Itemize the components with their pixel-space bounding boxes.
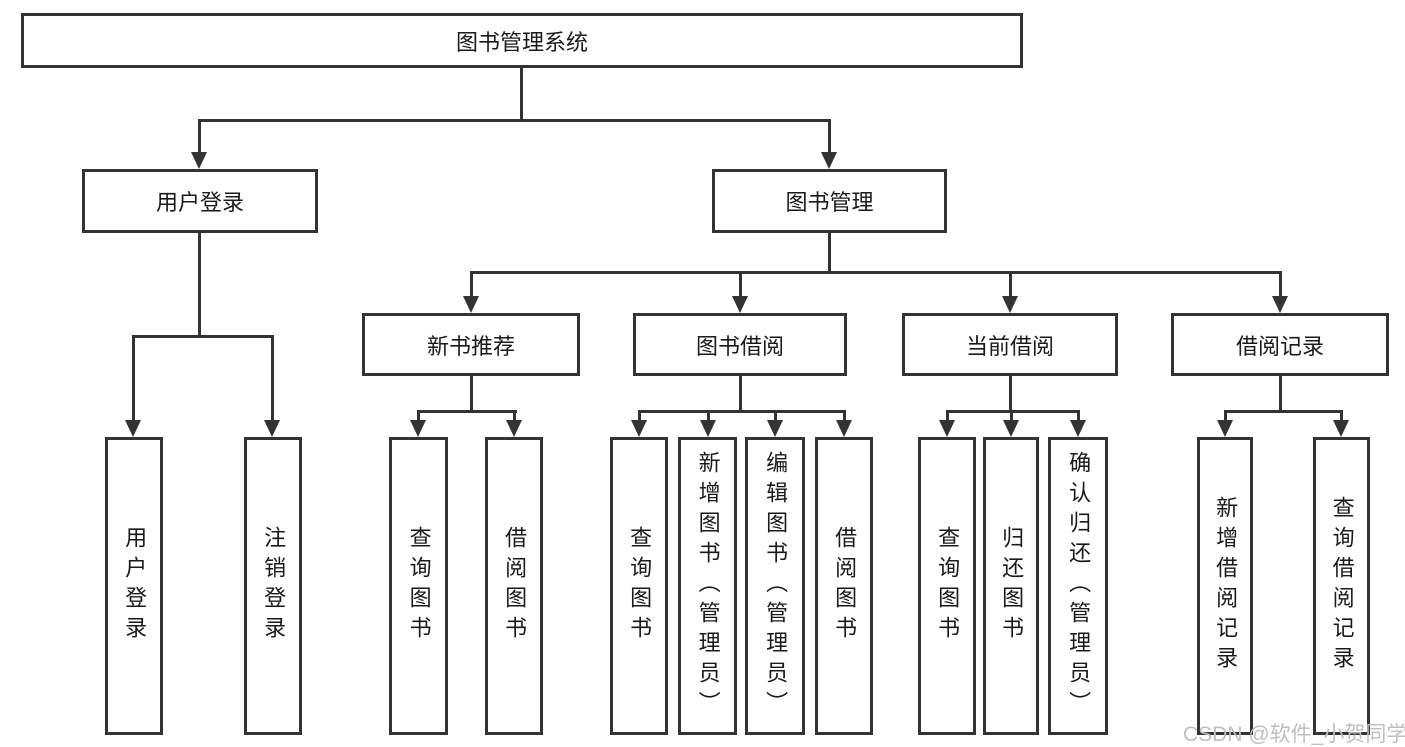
node-user-login: 用户登录 [82,169,318,233]
connector-line [1010,410,1013,422]
connector-line [638,410,641,422]
node-label: 图书管理 [785,190,874,215]
arrow-down-icon [191,152,207,169]
arrow-down-icon [1003,420,1019,437]
node-label: 编辑图书（管理员） [763,451,789,721]
connector-line [470,271,1281,274]
arrow-down-icon [506,420,522,437]
node-root-library-system: 图书管理系统 [21,13,1023,68]
node-book-borrowing: 图书借阅 [633,313,847,376]
arrow-down-icon [836,420,852,437]
connector-line [1224,410,1343,413]
connector-line [774,410,777,422]
arrow-down-icon [410,420,426,437]
connector-line [828,119,831,155]
connector-line [638,410,846,413]
node-new-book-recommend: 新书推荐 [362,313,580,376]
connector-line [946,410,949,422]
connector-line [707,410,710,422]
node-label: 注销登录 [261,526,287,646]
leaf-confirm-return-admin: 确认归还（管理员） [1048,437,1108,735]
connector-line [1279,376,1282,410]
arrow-down-icon [125,420,141,437]
connector-line [1279,271,1282,299]
node-label: 借阅记录 [1235,333,1324,359]
arrow-down-icon [939,420,955,437]
arrow-down-icon [700,420,716,437]
node-label: 查询图书 [935,526,961,646]
leaf-add-books-admin: 新增图书（管理员） [678,437,737,735]
csdn-watermark: CSDN @软件_小贺同学 [1183,723,1405,746]
node-label: 新增图书（管理员） [695,451,721,721]
arrow-down-icon [264,420,280,437]
node-label: 查询图书 [406,526,432,646]
connector-line [520,68,523,119]
node-label: 新增借阅记录 [1213,496,1239,676]
connector-line [198,119,831,122]
leaf-query-borrow-record: 查询借阅记录 [1313,437,1370,735]
connector-line [417,410,517,413]
node-label: 当前借阅 [965,333,1054,359]
arrow-down-icon [767,420,783,437]
leaf-user-login: 用户登录 [105,437,163,735]
node-label: 归还图书 [999,526,1025,646]
connector-line [1340,410,1343,422]
node-label: 查询图书 [627,526,653,646]
leaf-borrow-books: 借阅图书 [815,437,873,735]
leaf-query-books-borrowing: 查询图书 [610,437,668,735]
connector-line [739,271,742,299]
node-label: 图书借阅 [695,333,784,359]
connector-line [271,335,274,423]
arrow-down-icon [1002,296,1018,313]
arrow-down-icon [821,152,837,169]
node-label: 确认归还（管理员） [1066,451,1092,721]
node-label: 新书推荐 [426,333,515,359]
connector-line [828,233,831,271]
connector-line [739,376,742,410]
connector-line [513,410,516,422]
arrow-down-icon [1272,296,1288,313]
node-book-management: 图书管理 [712,169,947,233]
connector-line [1224,410,1227,422]
arrow-down-icon [732,296,748,313]
node-label: 图书管理系统 [455,29,588,55]
leaf-borrow-books-recommend: 借阅图书 [485,437,543,735]
connector-line [843,410,846,422]
connector-line [470,376,473,410]
connector-line [132,335,135,423]
node-label: 查询借阅记录 [1329,496,1355,676]
leaf-add-borrow-record: 新增借阅记录 [1197,437,1253,735]
connector-line [1009,271,1012,299]
node-label: 用户登录 [155,190,244,215]
connector-line [1077,410,1080,422]
connector-line [1009,376,1012,410]
node-label: 用户登录 [122,526,148,646]
connector-line [417,410,420,422]
leaf-return-books: 归还图书 [983,437,1039,735]
connector-line [198,233,201,335]
connector-line [470,271,473,299]
arrow-down-icon [1333,420,1349,437]
node-borrowing-records: 借阅记录 [1171,313,1389,376]
arrow-down-icon [631,420,647,437]
connector-line [132,335,273,338]
leaf-logout: 注销登录 [244,437,302,735]
connector-line [198,119,201,155]
node-label: 借阅图书 [502,526,528,646]
leaf-query-books-current: 查询图书 [918,437,976,735]
arrow-down-icon [1217,420,1233,437]
arrow-down-icon [1070,420,1086,437]
node-label: 借阅图书 [832,526,858,646]
connector-line [946,410,1080,413]
leaf-query-books-recommend: 查询图书 [389,437,448,735]
leaf-edit-books-admin: 编辑图书（管理员） [745,437,805,735]
arrow-down-icon [463,296,479,313]
node-current-borrowing: 当前借阅 [902,313,1118,376]
